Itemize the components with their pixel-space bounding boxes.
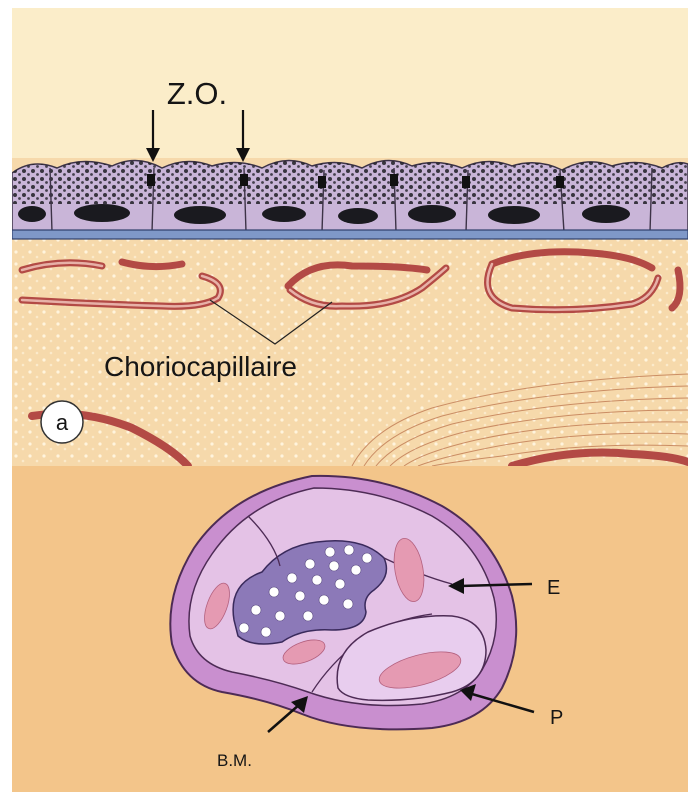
label-p: P bbox=[550, 707, 563, 729]
rpe-cell-layer bbox=[12, 160, 688, 232]
top-panel: Z.O. Choriocapillaire a bbox=[12, 8, 688, 466]
bruch-membrane bbox=[12, 230, 688, 239]
label-e: E bbox=[547, 577, 560, 599]
choriocapillaire-label: Choriocapillaire bbox=[104, 351, 297, 382]
bottom-panel-illustration: E P B.M. bbox=[12, 466, 688, 792]
upper-pale-band bbox=[12, 8, 688, 158]
label-bm: B.M. bbox=[217, 751, 252, 770]
top-panel-illustration: Z.O. Choriocapillaire a bbox=[12, 8, 688, 466]
bottom-panel: E P B.M. bbox=[12, 466, 688, 792]
zo-label: Z.O. bbox=[167, 76, 227, 111]
panel-letter: a bbox=[56, 410, 69, 435]
